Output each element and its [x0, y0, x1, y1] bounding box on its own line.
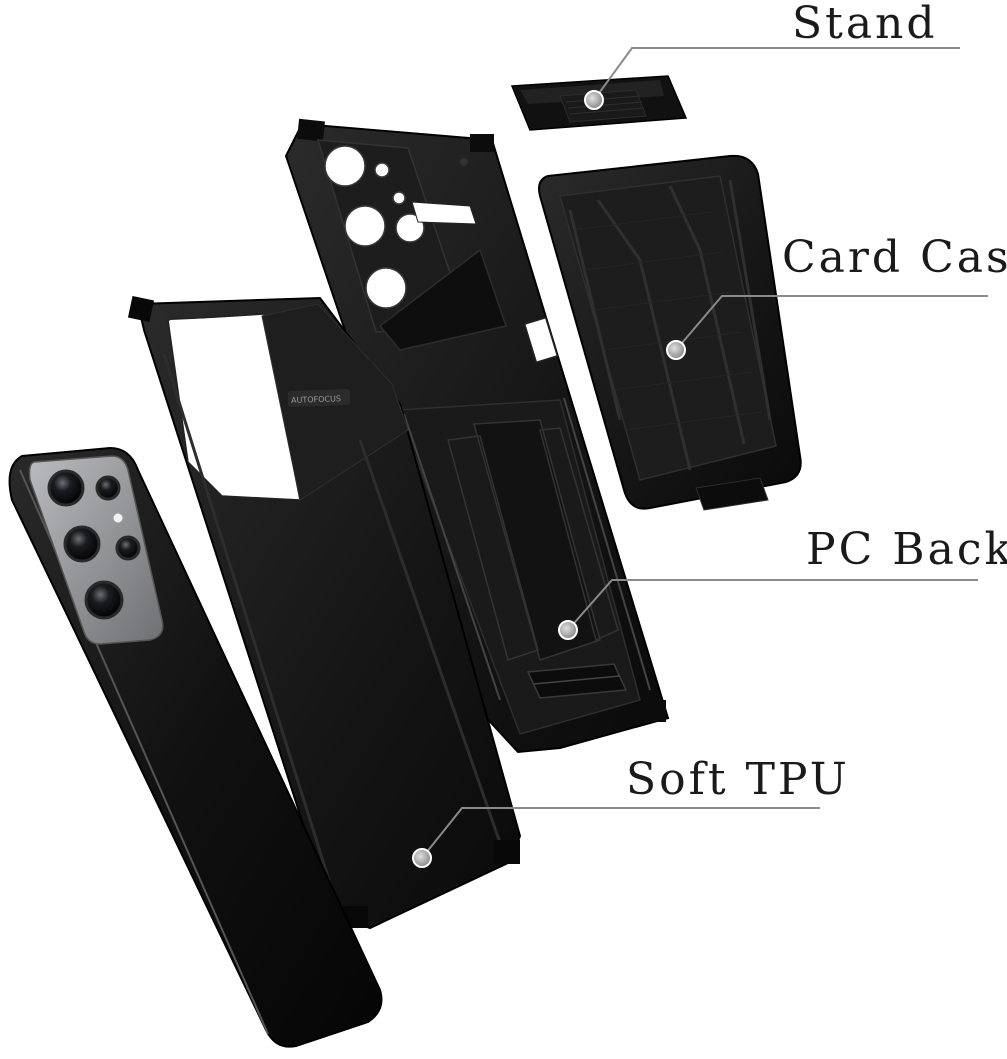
callout-dot-pc-back [558, 620, 578, 640]
label-pc-back: PC Back [806, 524, 1007, 575]
label-soft-tpu: Soft TPU [626, 754, 850, 805]
callout-dot-stand [584, 90, 604, 110]
callout-dot-card-case [666, 340, 686, 360]
callout-dot-soft-tpu [412, 848, 432, 868]
label-stand: Stand [792, 0, 938, 49]
pc-back-shell [284, 118, 670, 754]
camera-lenses [47, 469, 141, 620]
card-case-part [538, 154, 802, 511]
phone-body [8, 446, 383, 1048]
callout-soft-tpu [412, 807, 820, 868]
label-card-case: Card Case [782, 232, 1007, 283]
autofocus-text: AUTOFOCUS [291, 394, 341, 405]
soft-tpu-shell: AUTOFOCUS [127, 295, 522, 930]
callout-stand [584, 47, 960, 110]
callout-pc-back [558, 579, 978, 640]
camera-cutouts [324, 145, 425, 309]
callout-card-case [666, 295, 988, 360]
